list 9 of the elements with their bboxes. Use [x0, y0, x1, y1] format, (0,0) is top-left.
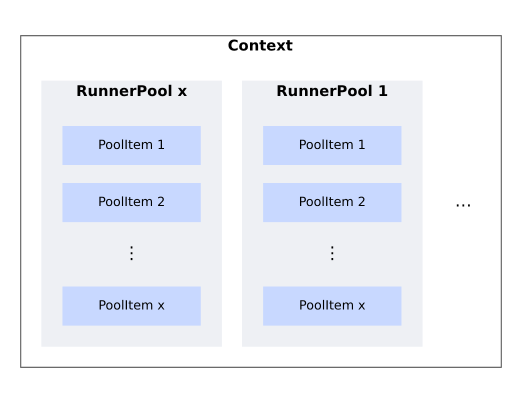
node-box: PoolItem 1	[263, 125, 402, 165]
label: ⋮	[324, 242, 341, 262]
node-box: PoolItem x	[62, 286, 201, 326]
label: …	[454, 190, 472, 210]
node-box: PoolItem 2	[263, 182, 402, 222]
node-box: PoolItem x	[263, 286, 402, 326]
label: ⋮	[123, 242, 140, 262]
node-box: PoolItem 1	[62, 125, 201, 165]
node-box: PoolItem 2	[62, 182, 201, 222]
